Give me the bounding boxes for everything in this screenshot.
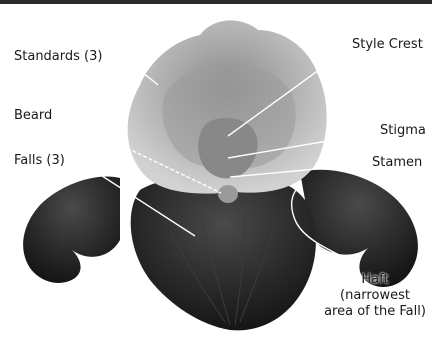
label-falls: Falls (3) bbox=[14, 154, 65, 168]
label-haft: Haft (narrowest area of the Fall) bbox=[320, 272, 430, 320]
label-haft-line1: Haft bbox=[320, 272, 430, 288]
standards-petals bbox=[128, 20, 327, 193]
label-stamen: Stamen bbox=[372, 156, 422, 170]
label-haft-line3: area of the Fall) bbox=[320, 304, 430, 320]
label-style-crest: Style Crest bbox=[352, 38, 423, 52]
label-standards: Standards (3) bbox=[14, 50, 102, 64]
label-beard: Beard bbox=[14, 109, 52, 123]
label-stigma: Stigma bbox=[380, 124, 426, 138]
label-haft-line2: (narrowest bbox=[320, 288, 430, 304]
beard-mark bbox=[218, 185, 238, 203]
